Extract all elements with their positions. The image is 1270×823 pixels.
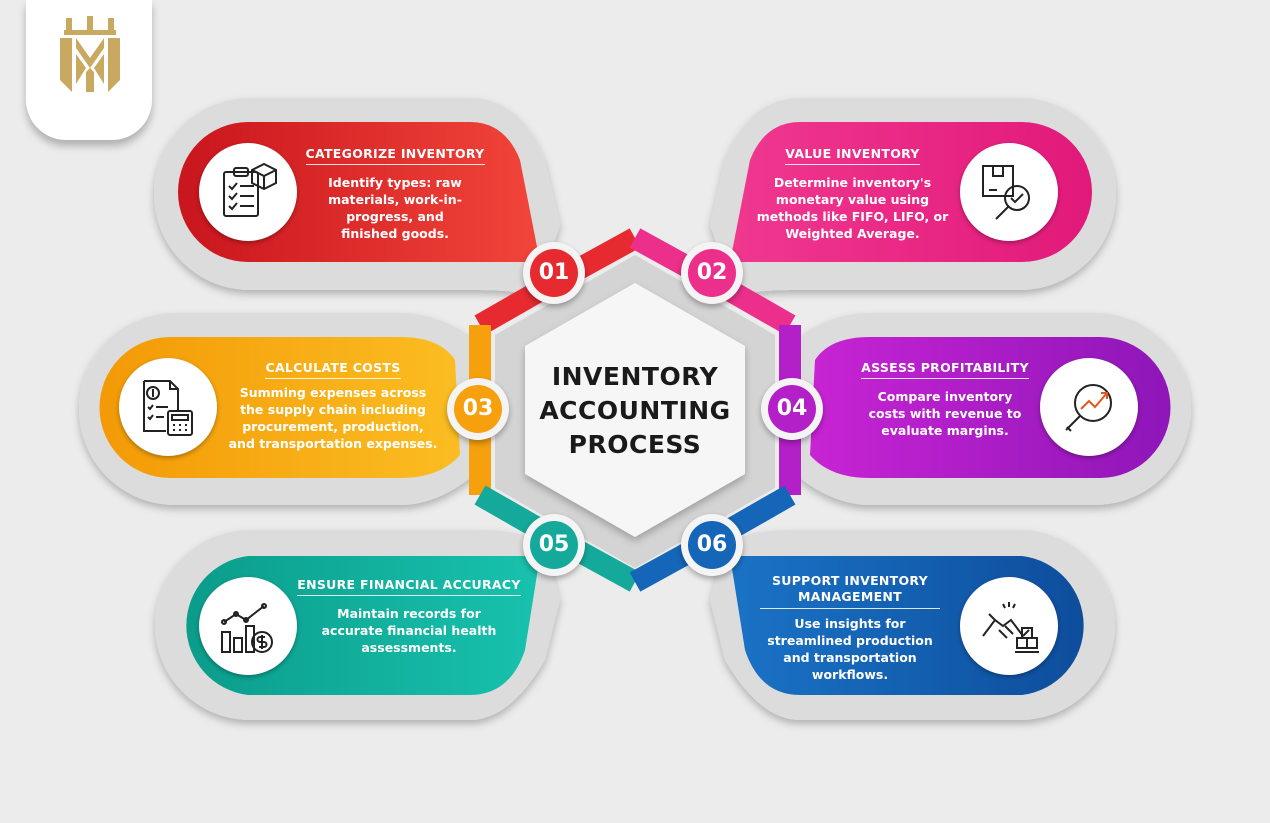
center-title-line-2: ACCOUNTING — [539, 396, 731, 425]
magnifier-chart-icon — [1065, 384, 1112, 432]
step-01-desc: Identify types: raw materials, work-in-p… — [328, 175, 462, 241]
handshake-boxes-icon — [982, 602, 1039, 653]
step-03-desc: Summing expenses across the supply chain… — [228, 385, 438, 451]
step-01-number: 01 — [530, 249, 578, 297]
step-04-title: ASSESS PROFITABILITY — [861, 360, 1029, 379]
step-02-desc: Determine inventory's monetary value usi… — [756, 175, 949, 241]
step-04-icon-circle — [1040, 358, 1138, 456]
brand-logo-icon — [60, 16, 120, 92]
step-05-text: ENSURE FINANCIAL ACCURACY Maintain recor… — [293, 574, 525, 656]
step-05-icon-circle — [199, 577, 297, 675]
step-05-desc: Maintain records for accurate financial … — [321, 606, 497, 655]
step-04-number: 04 — [768, 385, 816, 433]
step-02-icon-circle — [960, 143, 1058, 241]
step-04-desc: Compare inventory costs with revenue to … — [868, 389, 1022, 438]
logo-card — [26, 0, 152, 140]
center-title: INVENTORY ACCOUNTING PROCESS — [520, 360, 750, 462]
step-06-number: 06 — [688, 521, 736, 569]
bar-chart-dollar-icon — [221, 603, 273, 653]
step-04-text: ASSESS PROFITABILITY Compare inventory c… — [845, 357, 1045, 439]
center-title-line-3: PROCESS — [568, 430, 702, 459]
step-05-number: 05 — [530, 521, 578, 569]
step-01-title: CATEGORIZE INVENTORY — [305, 146, 485, 165]
clipboard-box-icon — [223, 162, 277, 217]
step-01-text: CATEGORIZE INVENTORY Identify types: raw… — [295, 143, 495, 242]
step-02-number: 02 — [688, 249, 736, 297]
step-06-desc: Use insights for streamlined production … — [767, 616, 933, 682]
step-03-title: CALCULATE COSTS — [265, 360, 401, 379]
center-title-line-1: INVENTORY — [551, 362, 719, 391]
box-magnifier-check-icon — [982, 165, 1030, 220]
step-02-text: VALUE INVENTORY Determine inventory's mo… — [755, 143, 950, 242]
step-06-icon-circle — [960, 577, 1058, 675]
step-05-title: ENSURE FINANCIAL ACCURACY — [297, 577, 521, 596]
step-06-title: SUPPORT INVENTORY MANAGEMENT — [760, 573, 940, 609]
step-06-text: SUPPORT INVENTORY MANAGEMENT Use insight… — [760, 573, 940, 683]
hex-center — [525, 283, 745, 537]
step-03-number: 03 — [454, 385, 502, 433]
step-03-text: CALCULATE COSTS Summing expenses across … — [228, 357, 438, 452]
step-03-icon-circle — [119, 358, 217, 456]
step-02-title: VALUE INVENTORY — [785, 146, 920, 165]
invoice-calculator-icon — [143, 380, 193, 436]
step-01-icon-circle — [199, 143, 297, 241]
